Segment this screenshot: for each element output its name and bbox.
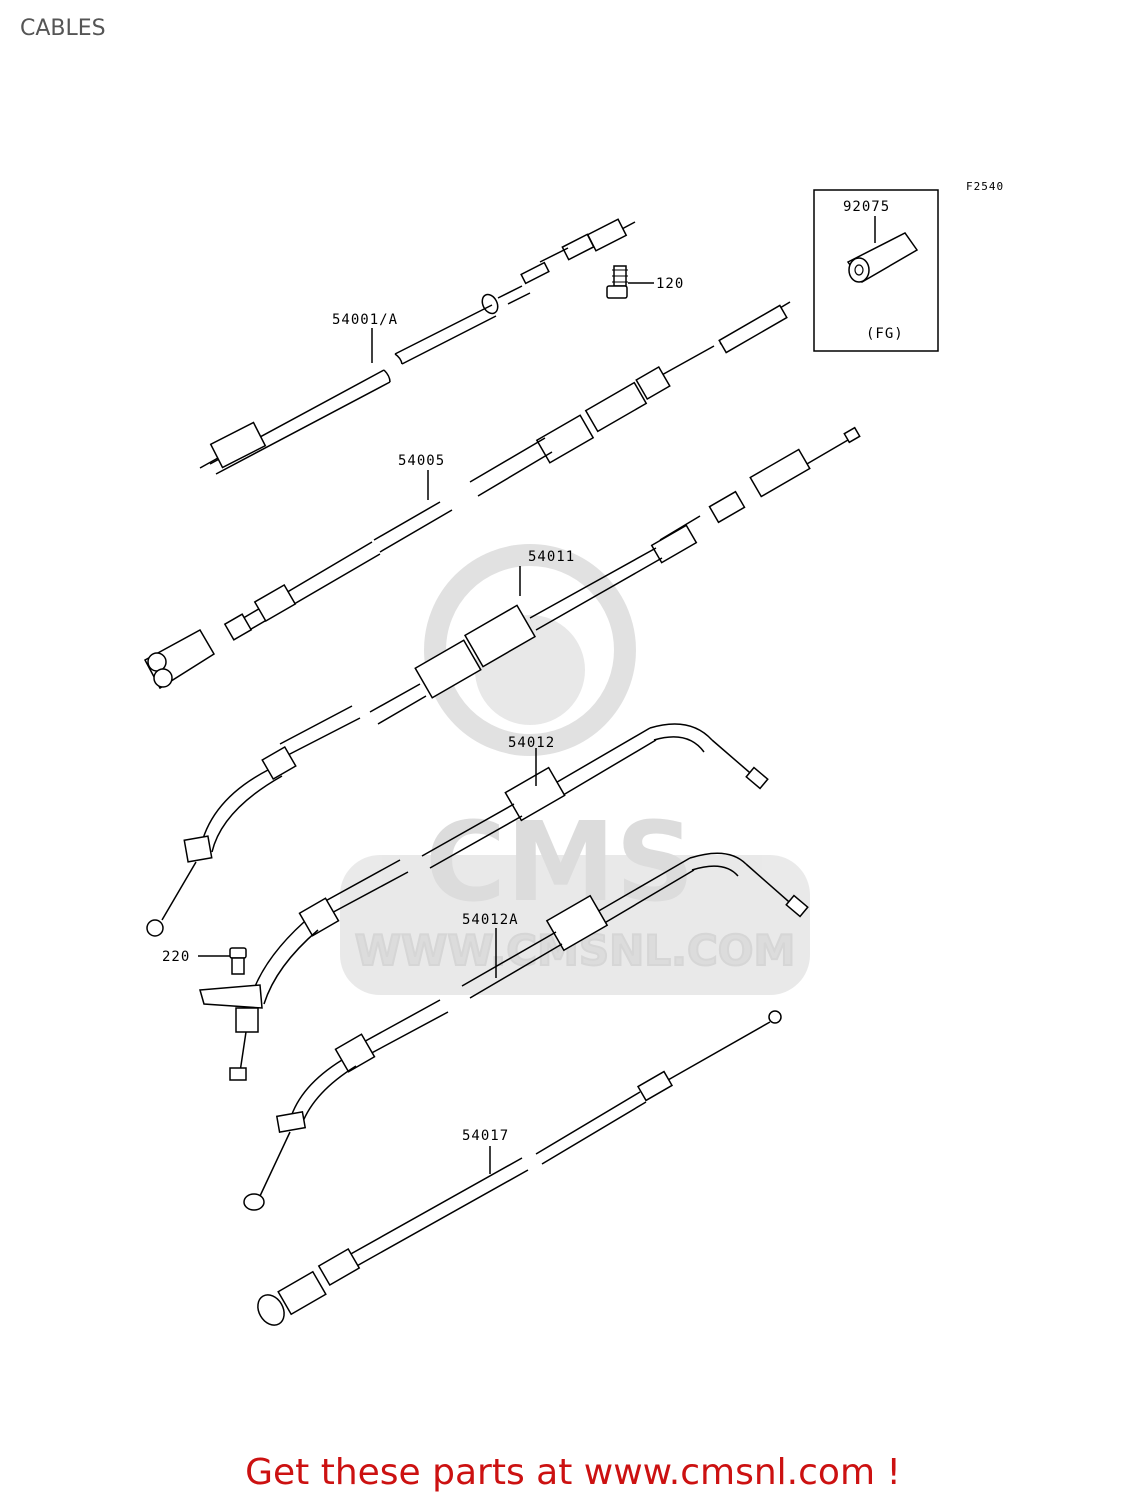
cable-54001A [199,218,636,475]
part-label-54001A: 54001/A [332,312,398,328]
part-label-120: 120 [656,276,684,292]
footer-cta-link[interactable]: Get these parts at www.cmsnl.com ! [245,1452,901,1493]
part-label-220: 220 [162,949,190,965]
cable-54017 [257,1010,782,1326]
part-label-92075: 92075 [843,199,890,215]
parts-diagram: CMS WWW.CMSNL.COM F2540 92075 (FG) 120 [143,180,1004,1326]
part-label-54012: 54012 [508,735,555,751]
part-label-54005: 54005 [398,453,445,469]
cable-54012 [199,723,769,1081]
screw-220 [198,947,247,975]
part-92075-box: 92075 (FG) [813,189,939,352]
part-note-fg: (FG) [866,326,904,342]
watermark-brand: CMS [425,798,694,926]
bolt-120: 120 [606,265,684,299]
figure-code: F2540 [966,180,1004,193]
cable-54012A [243,852,809,1211]
cable-54005 [143,301,791,690]
page-title: CABLES [20,16,106,41]
part-label-54011: 54011 [528,549,575,565]
part-label-54012A: 54012A [462,912,519,928]
cable-54011 [146,426,861,937]
part-label-54017: 54017 [462,1128,509,1144]
